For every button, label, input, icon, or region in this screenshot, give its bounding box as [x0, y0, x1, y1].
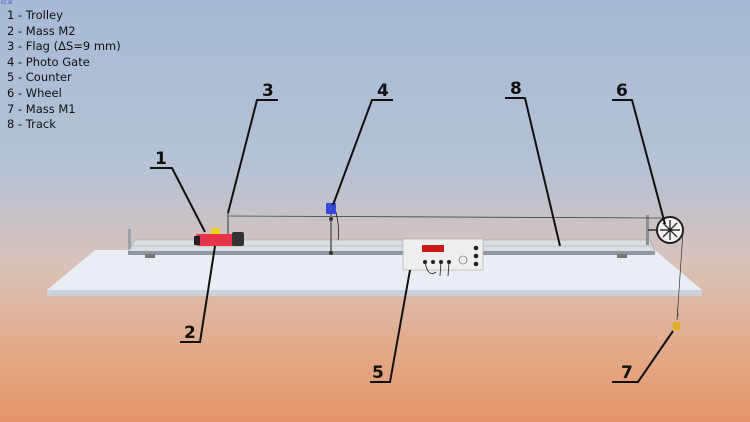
callout-3: 3 [262, 81, 274, 101]
photo-gate[interactable] [326, 203, 340, 255]
legend-item-counter: 5 - Counter [7, 70, 72, 85]
counter-display [422, 245, 444, 252]
callout-1: 1 [155, 149, 167, 169]
table-surface [47, 250, 702, 290]
callout-7: 7 [621, 363, 633, 383]
callout-lines [150, 97, 674, 383]
legend-item-wheel: 6 - Wheel [7, 85, 62, 100]
mass-m1[interactable] [673, 309, 680, 330]
table-edge [47, 290, 702, 296]
legend-item-mass-m2: 2 - Mass M2 [7, 23, 76, 38]
trolley[interactable] [194, 228, 244, 246]
legend-item-photo-gate: 4 - Photo Gate [7, 54, 90, 69]
wheel[interactable] [648, 216, 684, 244]
counter[interactable] [402, 238, 484, 277]
legend: 1 - Trolley 2 - Mass M2 3 - Flag (ΔS=9 m… [7, 8, 121, 133]
legend-item-trolley: 1 - Trolley [7, 8, 63, 22]
string [227, 215, 663, 219]
callout-2: 2 [184, 323, 196, 343]
fps-readout: 62.36 [1, 0, 13, 5]
callout-4: 4 [377, 81, 389, 101]
hanging-string [676, 231, 684, 321]
legend-item-flag: 3 - Flag (ΔS=9 mm) [7, 39, 121, 54]
callout-5: 5 [372, 363, 384, 383]
callout-8: 8 [510, 79, 522, 99]
legend-item-track: 8 - Track [7, 117, 56, 132]
track[interactable] [127, 215, 656, 258]
legend-item-mass-m1: 7 - Mass M1 [7, 101, 76, 116]
mass-m2 [211, 228, 220, 234]
callout-6: 6 [616, 81, 628, 101]
